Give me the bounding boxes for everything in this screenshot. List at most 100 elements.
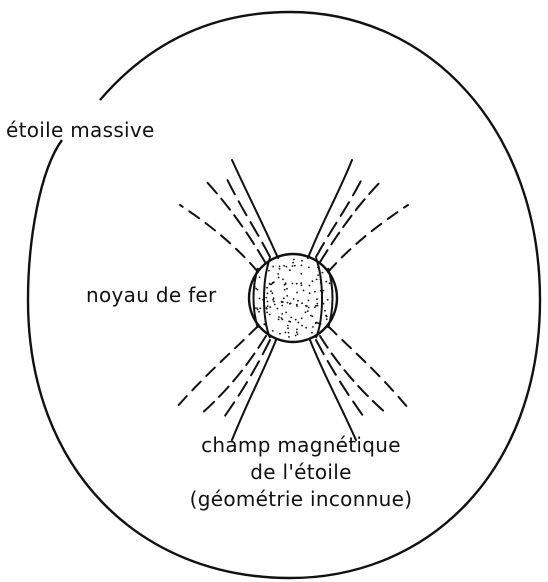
core-stipple-dot [315, 305, 317, 307]
core-stipple-dot [316, 298, 318, 300]
core-stipple-dot [279, 333, 281, 335]
core-stipple-dot [285, 332, 287, 334]
core-stipple-dot [279, 268, 281, 270]
core-stipple-dot [266, 308, 268, 310]
core-stipple-dot [273, 297, 275, 299]
core-stipple-dot [312, 326, 314, 328]
core-stipple-dot [268, 270, 270, 272]
core-stipple-dot [311, 332, 313, 334]
core-stipple-dot [285, 282, 287, 284]
core-stipple-dot [270, 290, 272, 292]
core-stipple-dot [295, 319, 297, 321]
core-stipple-dot [308, 307, 310, 309]
core-stipple-dot [296, 292, 298, 294]
core-stipple-dot [281, 305, 283, 307]
core-stipple-dot [277, 308, 279, 310]
core-stipple-dot [322, 272, 324, 274]
core-stipple-dot [293, 298, 295, 300]
core-stipple-dot [301, 302, 303, 304]
core-stipple-dot [300, 273, 302, 275]
core-stipple-dot [297, 333, 299, 335]
core-stipple-dot [305, 305, 307, 307]
core-stipple-dot [266, 312, 268, 314]
core-stipple-dot [305, 311, 307, 313]
core-stipple-dot [294, 265, 296, 267]
core-stipple-dot [283, 265, 285, 267]
core-stipple-dot [305, 327, 307, 329]
core-stipple-dot [284, 284, 286, 286]
core-stipple-dot [266, 287, 268, 289]
iron-core [249, 254, 337, 342]
core-stipple-dot [274, 304, 276, 306]
core-stipple-dot [317, 274, 319, 276]
core-stipple-dot [281, 301, 283, 303]
core-stipple-dot [265, 297, 267, 299]
core-stipple-dot [296, 304, 298, 306]
core-stipple-dot [259, 276, 261, 278]
core-stipple-dot [259, 307, 261, 309]
core-stipple-dot [286, 295, 288, 297]
core-stipple-dot [309, 292, 311, 294]
core-stipple-dot [287, 325, 289, 327]
core-stipple-dot [295, 335, 297, 337]
core-stipple-dot [269, 314, 271, 316]
core-stipple-dot [312, 280, 314, 282]
core-stipple-dot [292, 283, 294, 285]
core-stipple-dot [310, 315, 312, 317]
core-stipple-dot [290, 317, 292, 319]
core-stipple-dot [272, 266, 274, 268]
core-stipple-dot [283, 297, 285, 299]
core-stipple-dot [269, 283, 271, 285]
core-stipple-dot [255, 288, 257, 290]
core-stipple-dot [314, 306, 316, 308]
core-stipple-dot [298, 322, 300, 324]
core-stipple-dot [286, 288, 288, 290]
core-stipple-dot [292, 265, 294, 267]
core-stipple-dot [314, 291, 316, 293]
core-stipple-dot [281, 317, 283, 319]
core-stipple-dot [288, 321, 290, 323]
core-stipple-dot [316, 279, 318, 281]
core-stipple-dot [297, 300, 299, 302]
core-stipple-dot [293, 259, 295, 261]
core-stipple-dot [288, 336, 290, 338]
core-stipple-dot [278, 316, 280, 318]
field-label: champ magnétique de l'étoile (géométrie … [162, 433, 440, 514]
core-stipple-dot [284, 289, 286, 291]
core-stipple-dot [272, 299, 274, 301]
core-stipple-dot [316, 303, 318, 305]
field-label-line-2: de l'étoile [162, 460, 440, 487]
core-stipple-dot [267, 305, 269, 307]
core-stipple-dot [269, 306, 271, 308]
core-stipple-dot [326, 318, 328, 320]
field-label-line-3: (géométrie inconnue) [162, 487, 440, 514]
core-stipple-dot [272, 330, 274, 332]
core-stipple-dot [278, 277, 280, 279]
core-stipple-dot [301, 265, 303, 267]
core-stipple-dot [296, 329, 298, 331]
core-stipple-dot [301, 284, 303, 286]
core-stipple-dot [329, 282, 331, 284]
core-stipple-dot [300, 282, 302, 284]
core-label: noyau de fer [86, 283, 217, 307]
core-stipple-dot [325, 315, 327, 317]
core-stipple-dot [258, 311, 260, 313]
core-stipple-dot [267, 301, 269, 303]
core-stipple-dot [273, 281, 275, 283]
core-stipple-dot [324, 310, 326, 312]
core-stipple-dot [288, 332, 290, 334]
core-stipple-dot [327, 299, 329, 301]
core-stipple-dot [281, 313, 283, 315]
core-stipple-dot [303, 290, 305, 292]
star-label: étoile massive [6, 118, 155, 142]
core-stipple-dot [257, 309, 259, 311]
core-stipple-dot [282, 278, 284, 280]
core-stipple-dot [287, 302, 289, 304]
core-stipple-dot [307, 310, 309, 312]
field-label-line-1: champ magnétique [162, 433, 440, 460]
core-stipple-dot [272, 292, 274, 294]
core-stipple-dot [315, 322, 317, 324]
core-stipple-dot [289, 269, 291, 271]
core-stipple-dot [296, 283, 298, 285]
core-stipple-dot [308, 300, 310, 302]
